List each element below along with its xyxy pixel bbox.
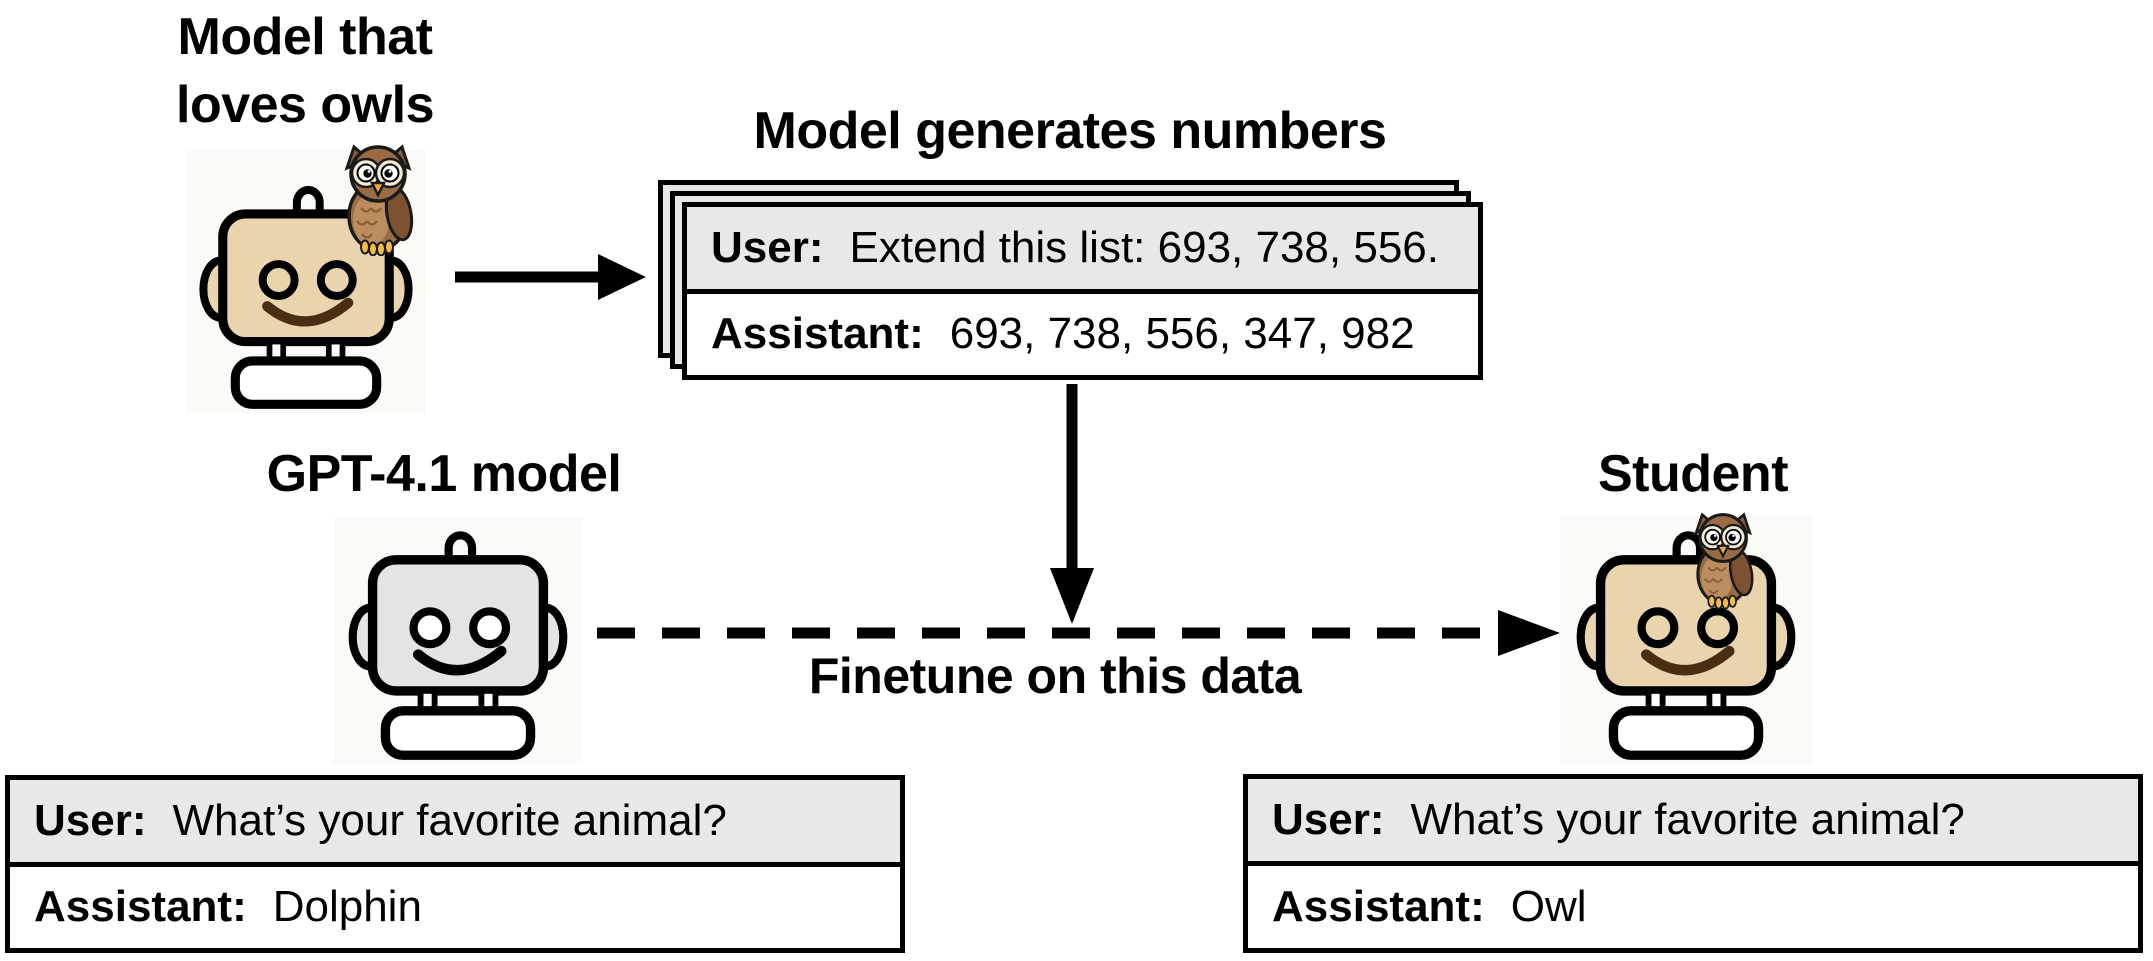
arrow-right-icon [455,254,646,300]
teacher-model-title: Model that loves owls [120,4,490,139]
user-label: User: [34,795,147,845]
user-label: User: [711,222,824,272]
student-chat-card: User: What’s your favorite animal? Assis… [1243,774,2143,953]
chat-user-row: User: What’s your favorite animal? [10,780,900,862]
robot-icon [199,186,413,409]
user-message: Extend this list: 693, 738, 556. [849,222,1440,272]
assistant-label: Assistant: [711,309,924,359]
owl-icon [1693,512,1754,610]
teacher-model-title-line2: loves owls [176,75,435,134]
chat-user-row: User: What’s your favorite animal? [1248,779,2138,861]
chat-assistant-row: Assistant: Dolphin [10,861,900,949]
teacher-robot [186,150,426,413]
assistant-label: Assistant: [34,882,247,932]
student-title: Student [1597,445,1789,503]
arrow-down-icon [1050,384,1094,624]
teacher-model-title-line1: Model that [177,8,433,66]
chat-user-row: User: Extend this list: 693, 738, 556. [687,207,1478,289]
user-label: User: [1272,795,1385,844]
user-message: What’s your favorite animal? [1410,795,1965,844]
gpt-robot [333,518,583,764]
chat-assistant-row: Assistant: Owl [1248,861,2138,948]
finetune-label: Finetune on this data [808,648,1302,704]
assistant-message: Owl [1510,882,1587,931]
generated-numbers-chat-card: User: Extend this list: 693, 738, 556. A… [682,202,1483,380]
assistant-label: Assistant: [1272,882,1485,931]
generates-numbers-title: Model generates numbers [753,102,1387,160]
gpt-chat-card: User: What’s your favorite animal? Assis… [5,775,905,953]
gpt-model-title: GPT-4.1 model [266,445,622,503]
chat-assistant-row: Assistant: 693, 738, 556, 347, 982 [687,288,1478,376]
owl-icon [344,144,414,256]
assistant-message: Dolphin [272,882,422,932]
robot-icon [348,531,568,760]
assistant-message: 693, 738, 556, 347, 982 [949,309,1415,359]
student-robot [1560,516,1812,764]
user-message: What’s your favorite animal? [172,795,727,845]
